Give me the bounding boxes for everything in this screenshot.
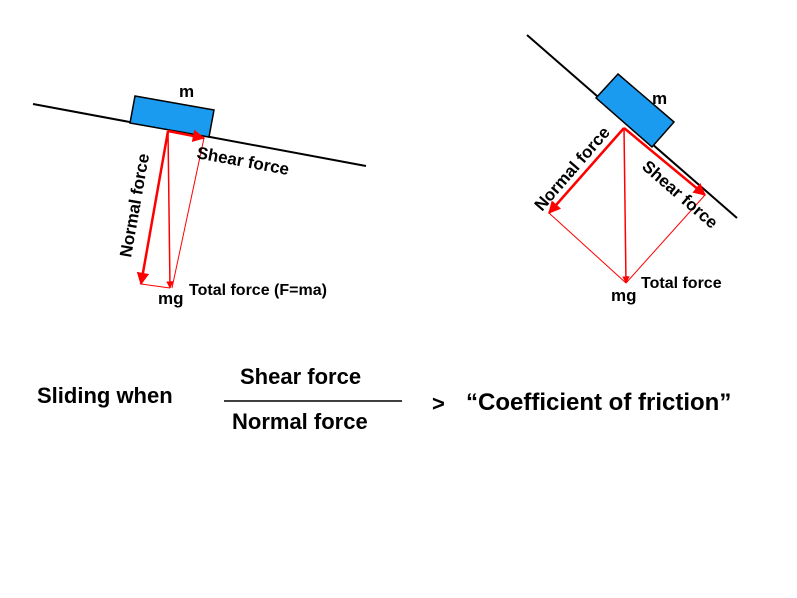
right-total-force-label: Total force: [641, 275, 722, 292]
left-parallelogram-side-b: [140, 283, 171, 289]
left-mass-label: m: [179, 82, 194, 101]
left-mg-label: mg: [158, 289, 184, 308]
left-normal-force-arrow: [136, 130, 170, 286]
equation-numerator: Shear force: [240, 364, 362, 389]
right-normal-force-arrow: [548, 127, 625, 214]
equation-operator: >: [432, 391, 445, 416]
left-total-force-label: Total force (F=ma): [189, 282, 327, 299]
right-parallelogram-side-a: [548, 212, 627, 284]
right-diagram: m Normal force Shear force mg Total forc…: [526, 34, 738, 305]
left-weight-arrow: [166, 130, 174, 289]
right-normal-force-label: Normal force: [531, 123, 614, 215]
right-parallelogram-side-b: [625, 194, 706, 284]
right-weight-arrow: [622, 127, 630, 284]
right-mg-label: mg: [611, 286, 637, 305]
right-block: [594, 72, 676, 149]
equation-denominator: Normal force: [232, 409, 368, 434]
right-shear-force-arrow: [623, 127, 706, 196]
left-block: [129, 95, 215, 138]
left-parallelogram-side-a: [171, 137, 205, 289]
right-mass-label: m: [652, 89, 667, 108]
equation-prefix: Sliding when: [37, 383, 173, 408]
left-diagram: m Shear force Normal force mg Total forc…: [32, 82, 367, 308]
equation-rhs: “Coefficient of friction”: [466, 389, 732, 416]
left-shear-force-arrow: [167, 129, 206, 142]
